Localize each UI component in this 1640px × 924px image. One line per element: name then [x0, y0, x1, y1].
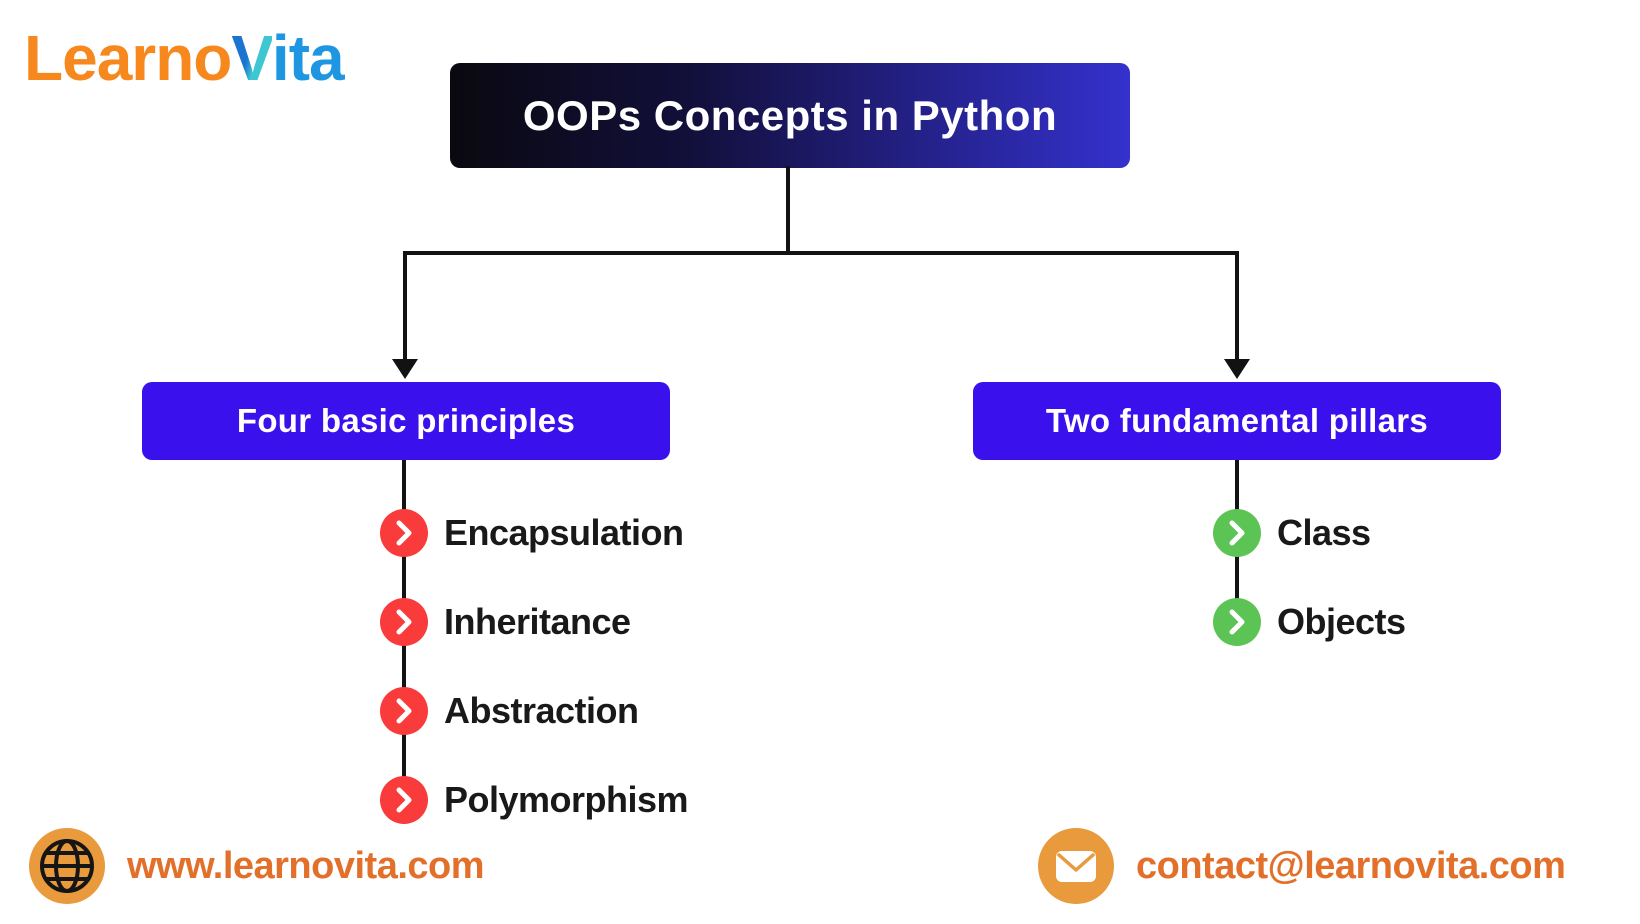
- chevron-badge-red-icon: [380, 776, 428, 824]
- list-item-inheritance: Inheritance: [380, 598, 631, 646]
- node-label: Two fundamental pillars: [1045, 402, 1429, 439]
- item-label: Polymorphism: [444, 779, 689, 820]
- node-four-basic-principles: Four basic principles: [142, 382, 670, 460]
- node-two-fundamental-pillars: Two fundamental pillars: [973, 382, 1501, 460]
- website-link: www.learnovita.com: [127, 844, 485, 887]
- logo-text-v: V: [231, 22, 273, 94]
- email-link: contact@learnovita.com: [1136, 844, 1566, 887]
- chevron-badge-green-icon: [1213, 509, 1261, 557]
- list-item-polymorphism: Polymorphism: [380, 776, 689, 824]
- list-item-objects: Objects: [1213, 598, 1406, 646]
- list-item-encapsulation: Encapsulation: [380, 509, 684, 557]
- list-item-abstraction: Abstraction: [380, 687, 639, 735]
- item-label: Class: [1277, 512, 1371, 553]
- connector-horizontal: [403, 251, 1239, 255]
- connector-drop-left: [403, 251, 407, 361]
- footer-website: www.learnovita.com: [29, 828, 485, 904]
- chevron-badge-red-icon: [380, 509, 428, 557]
- chevron-badge-red-icon: [380, 687, 428, 735]
- globe-icon: [29, 828, 105, 904]
- item-label: Encapsulation: [444, 512, 684, 553]
- footer-email: contact@learnovita.com: [1038, 828, 1566, 904]
- root-node: OOPs Concepts in Python: [450, 63, 1130, 168]
- node-label: Four basic principles: [236, 402, 576, 439]
- logo-text-learno: Learno: [24, 22, 232, 94]
- arrowhead-right-icon: [1224, 359, 1250, 379]
- root-node-label: OOPs Concepts in Python: [522, 91, 1058, 139]
- connector-drop-right: [1235, 251, 1239, 361]
- arrowhead-left-icon: [392, 359, 418, 379]
- item-label: Abstraction: [444, 690, 639, 731]
- chevron-badge-green-icon: [1213, 598, 1261, 646]
- logo-text-ita: ita: [271, 22, 345, 94]
- connector-title-stem: [786, 166, 790, 254]
- learnovita-logo: LearnoVita: [24, 26, 345, 90]
- chevron-badge-red-icon: [380, 598, 428, 646]
- item-label: Objects: [1277, 601, 1406, 642]
- list-item-class: Class: [1213, 509, 1371, 557]
- item-label: Inheritance: [444, 601, 631, 642]
- envelope-icon: [1038, 828, 1114, 904]
